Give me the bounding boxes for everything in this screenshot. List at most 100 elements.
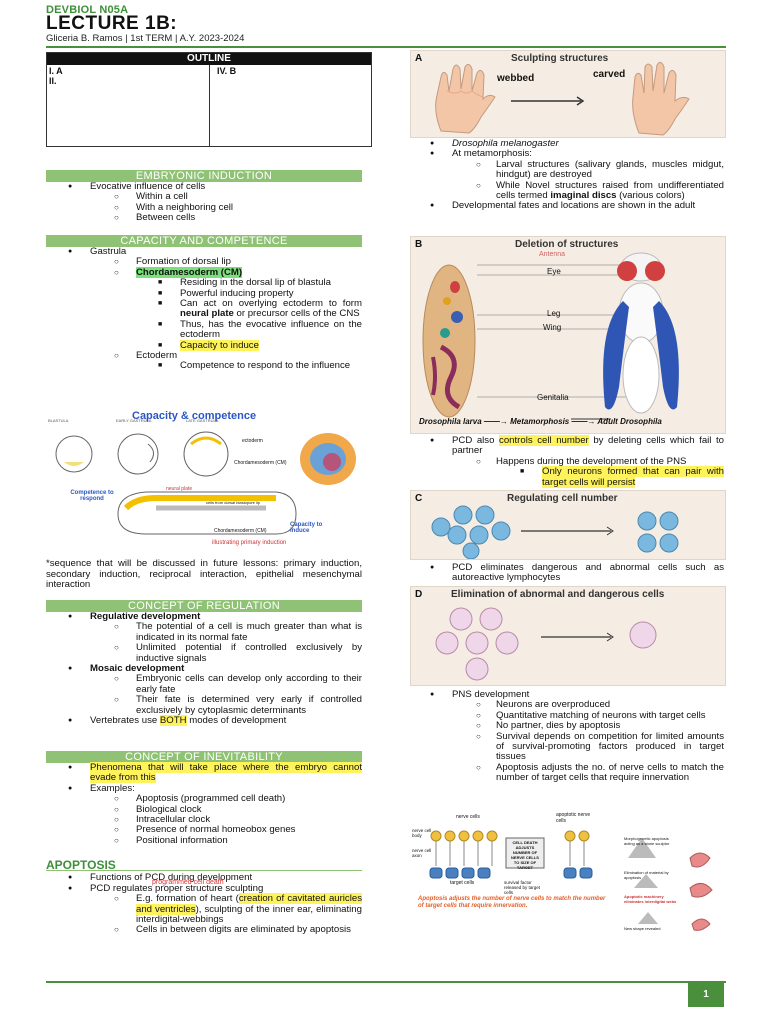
section-heading-embryonic: EMBRYONIC INDUCTION	[46, 170, 362, 182]
label-carved: carved	[593, 69, 626, 80]
label-ectoderm: ectoderm	[242, 438, 263, 444]
bold-neural-plate: neural plate	[180, 308, 234, 320]
text: E.g. formation of heart (	[136, 893, 239, 905]
list-item: Evocative influence of cells	[46, 181, 362, 193]
label-cell-death: CELL DEATH ADJUSTS NUMBER OF NERVE CELLS…	[511, 840, 539, 870]
figure-letter: B	[415, 239, 423, 250]
author-line: Gliceria B. Ramos | 1st TERM | A.Y. 2023…	[46, 33, 245, 44]
highlight-both: BOTH	[159, 715, 187, 727]
list-item: At metamorphosis:	[410, 148, 724, 160]
list-item: E.g. formation of heart (creation of cav…	[46, 893, 362, 926]
text: PCD also	[452, 435, 500, 446]
highlight-phenomena: Phenomena that will take place where the…	[90, 762, 362, 784]
lecture-title: LECTURE 1B:	[46, 13, 178, 34]
figure-abnormal: D Elimination of abnormal and dangerous …	[410, 586, 726, 686]
label-capacity-induce: Capacity to induce	[290, 522, 323, 534]
outline-divider	[209, 65, 210, 146]
italic-text: Drosophila melanogaster	[452, 138, 559, 149]
label-neural-plate: neural plate	[166, 486, 193, 492]
list-item: Neurons are overproduced	[410, 699, 724, 711]
highlight-cell-number: controls cell number	[499, 435, 589, 446]
list-item: Cells in between digits are eliminated b…	[46, 925, 362, 937]
label-eye: Eye	[547, 267, 561, 276]
sequence-note: *sequence that will be discussed in futu…	[46, 558, 362, 590]
outline-item: IV. B	[217, 66, 237, 76]
embryonic-section: EMBRYONIC INDUCTION Evocative influence …	[46, 170, 362, 224]
capacity-figure: Capacity & competence ectoderm Chordames…	[46, 404, 362, 554]
inevitability-section: CONCEPT OF INEVITABILITY Phenomena that …	[46, 751, 362, 847]
list-item: Apoptosis adjusts the no. of nerve cells…	[410, 762, 724, 784]
label-illustrating: illustrating primary induction	[212, 540, 287, 546]
list-item: PNS development	[410, 689, 724, 701]
list-item: Only neurons formed that can pair with t…	[410, 466, 724, 488]
section-heading-capacity: CAPACITY AND COMPETENCE	[46, 235, 362, 247]
highlight-capacity: Capacity to induce	[180, 339, 259, 351]
figure-caption: Apoptosis adjusts the number of nerve ce…	[418, 896, 606, 909]
header-divider	[46, 46, 726, 48]
bold-text: Mosaic development	[90, 663, 185, 675]
figure-title: Regulating cell number	[507, 493, 618, 504]
list-item: Functions of PCD during development	[46, 872, 362, 884]
figure-letter: A	[415, 53, 423, 64]
label-nerve-cells: nerve cells	[456, 814, 480, 820]
section-heading-apoptosis: APOPTOSIS	[46, 859, 362, 872]
page-number: 1	[688, 983, 724, 1007]
regulation-section: CONCEPT OF REGULATION Regulative develop…	[46, 600, 362, 727]
annotation-pcd: programmed cell death	[152, 878, 224, 886]
label-leg: Leg	[547, 309, 561, 318]
list-item: Capacity to induce	[46, 339, 362, 351]
list-item: Apoptosis (programmed cell death)	[46, 793, 362, 805]
list-item: Intracellular clock	[46, 814, 362, 826]
label-late: LATE GASTRULA	[186, 418, 219, 423]
list-item: No partner, dies by apoptosis	[410, 720, 724, 732]
highlight-cm: Chordamesoderm (CM)	[136, 266, 243, 278]
text: Can act on overlying ectoderm to form	[180, 298, 362, 310]
list-item: While Novel structures raised from undif…	[410, 180, 724, 202]
list-item: PCD also controls cell number by deletin…	[410, 435, 725, 457]
nerve-illustration	[429, 830, 713, 931]
list-item: Powerful inducing property	[46, 288, 362, 300]
list-item: Happens during the development of the PN…	[410, 456, 724, 468]
list-item: Mosaic development	[46, 663, 362, 675]
label-wing: Wing	[543, 323, 562, 332]
figure-cell-number: C Regulating cell number	[410, 490, 726, 560]
label-bottom: Drosophila larva ——→ Metamorphosis ——→ A…	[419, 417, 662, 426]
label-competence: Competence to respond	[70, 490, 114, 502]
text: by deleting cells which fail to partner	[452, 435, 725, 457]
highlight-only-neurons: Only neurons formed that can pair with t…	[542, 466, 724, 488]
course-code: DEVBIOL N05A	[46, 4, 129, 16]
list-item: Examples:	[46, 783, 362, 795]
text: or precursor cells of the CNS	[233, 308, 360, 320]
list-item: Gastrula	[46, 246, 362, 258]
label-right-0: Morphogenetic apoptosis acting as a ston…	[624, 836, 670, 846]
list-item: Between cells	[46, 212, 362, 224]
list-item: Formation of dorsal lip	[46, 256, 362, 268]
list-item: Unlimited potential if controlled exclus…	[46, 643, 362, 664]
label-right-3: New shape revealed	[624, 926, 661, 931]
cells-illustration	[431, 505, 679, 559]
outline-heading: OUTLINE	[47, 53, 371, 65]
list-item: PCD eliminates dangerous and abnormal ce…	[410, 562, 724, 584]
label-webbed: webbed	[497, 73, 535, 84]
list-item: Ectoderm	[46, 350, 362, 362]
list-item: Biological clock	[46, 804, 362, 816]
section-heading-regulation: CONCEPT OF REGULATION	[46, 600, 362, 612]
list-item: Can act on overlying ectoderm to form ne…	[46, 298, 362, 320]
list-item: Developmental fates and locations are sh…	[410, 201, 724, 213]
text: ), sculpting of the inner ear, eliminati…	[136, 903, 362, 926]
label-survival: survival factor released by target cells	[504, 880, 541, 895]
label-antenna: Antenna	[539, 251, 566, 258]
list-item: With a neighboring cell	[46, 202, 362, 214]
pcd-section: PCD also controls cell number by deletin…	[410, 435, 725, 488]
label-cell-axon: nerve cell axon	[412, 848, 432, 858]
outline-item: I. A	[49, 66, 63, 76]
figure-deletion: B Deletion of structures Antenna Eye Leg…	[410, 236, 726, 434]
list-item: Chordamesoderm (CM)	[46, 266, 362, 279]
figure-nerve-apoptosis: nerve cells apoptotic nerve cells nerve …	[410, 808, 724, 938]
figure-letter: C	[415, 493, 423, 504]
outline-col-1: I. A II.	[49, 66, 63, 86]
list-item: Their fate is determined very early if c…	[46, 695, 362, 716]
figure-title: Deletion of structures	[515, 239, 619, 250]
section-heading-inevitability: CONCEPT OF INEVITABILITY	[46, 751, 362, 763]
list-item: Thus, has the evocative influence on the…	[46, 319, 362, 341]
